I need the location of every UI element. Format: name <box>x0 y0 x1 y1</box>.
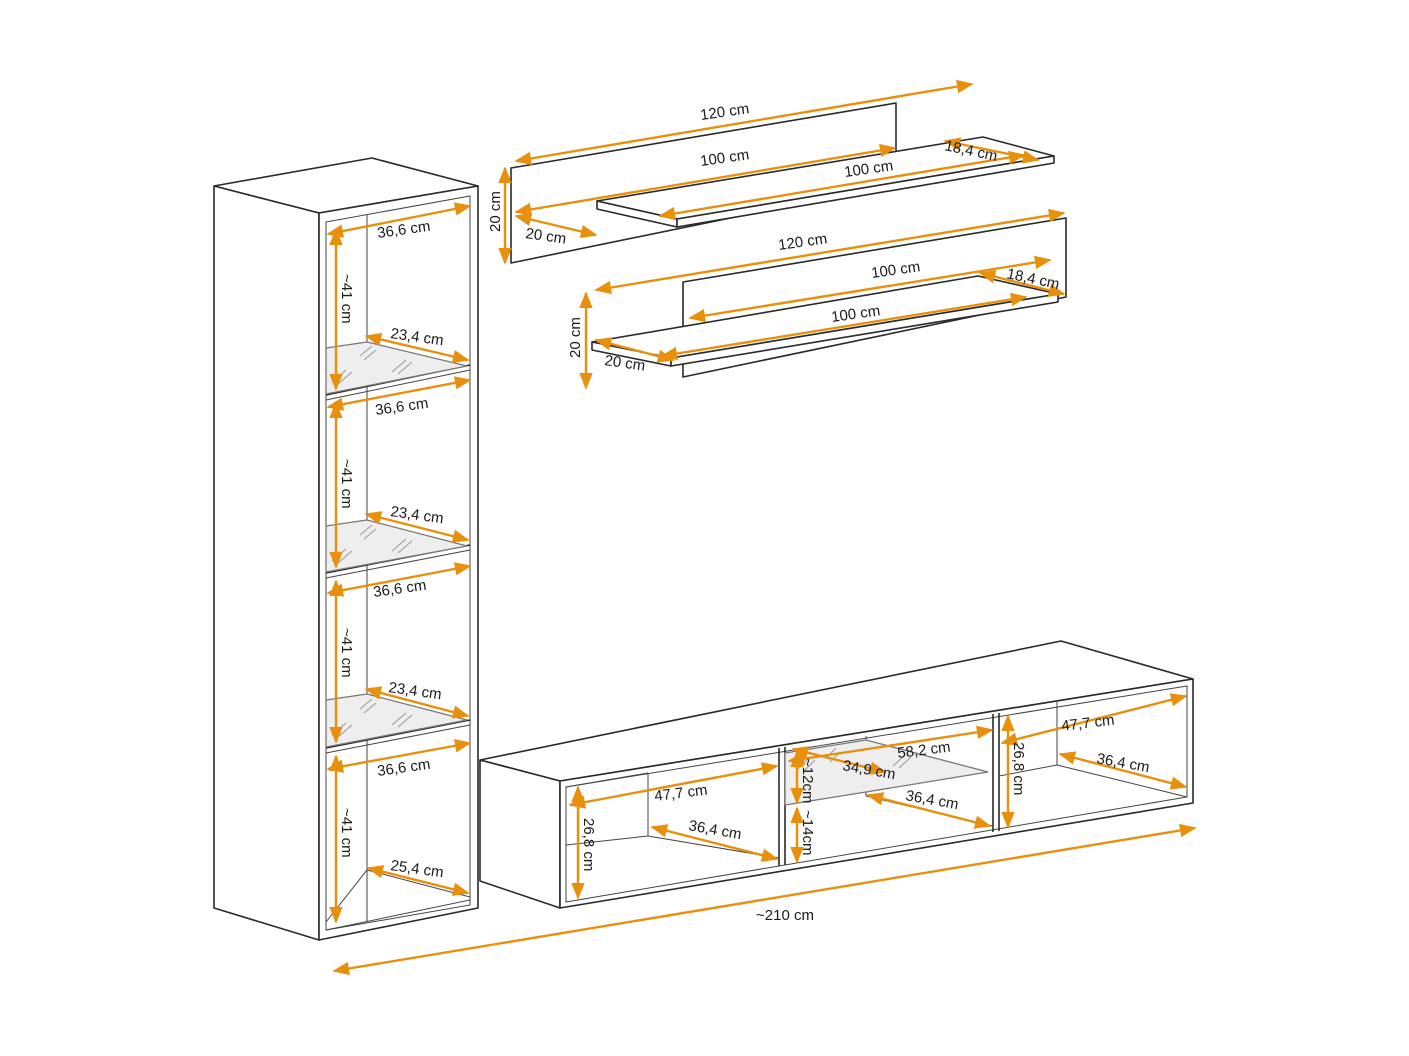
wall-shelf-lower <box>591 217 1067 378</box>
label-tv-mid-lower: ~14cm <box>799 810 816 855</box>
label-tv-left-width: 47,7 cm <box>653 782 708 805</box>
tv-stand-side <box>479 759 561 909</box>
label-tv-right-width: 47,7 cm <box>1060 712 1115 735</box>
label-cabinet-height-3: ~41 cm <box>338 628 355 678</box>
label-tv-left-height: 26,8 cm <box>580 818 597 871</box>
glass-shelf <box>325 519 468 573</box>
dimension-lines <box>326 79 1197 976</box>
label-tv-mid-width: 58,2 cm <box>896 739 951 762</box>
label-cabinet-height-1: ~41 cm <box>338 274 355 324</box>
label-total-width: ~210 cm <box>756 907 814 924</box>
label-shelf1-board-length: 100 cm <box>843 157 894 181</box>
label-cabinet-height-2: ~41 cm <box>338 459 355 509</box>
label-shelf1-depth: 20 cm <box>524 225 567 248</box>
label-shelf2-board-length: 100 cm <box>830 302 881 326</box>
label-shelf1-length: 120 cm <box>699 100 750 124</box>
label-shelf2-height: 20 cm <box>567 317 584 358</box>
label-tv-right-height: 26,8 cm <box>1010 742 1027 795</box>
cabinet-side <box>213 185 320 941</box>
label-shelf2-depth: 20 cm <box>603 352 646 375</box>
label-shelf2-length: 120 cm <box>777 230 828 254</box>
label-shelf2-inner-length: 100 cm <box>870 258 921 282</box>
label-tv-mid-upper: ~12cm <box>799 758 816 803</box>
label-shelf1-inner-length: 100 cm <box>699 146 750 170</box>
label-shelf1-height: 20 cm <box>487 191 504 232</box>
label-cabinet-height-4: ~41 cm <box>338 808 355 858</box>
